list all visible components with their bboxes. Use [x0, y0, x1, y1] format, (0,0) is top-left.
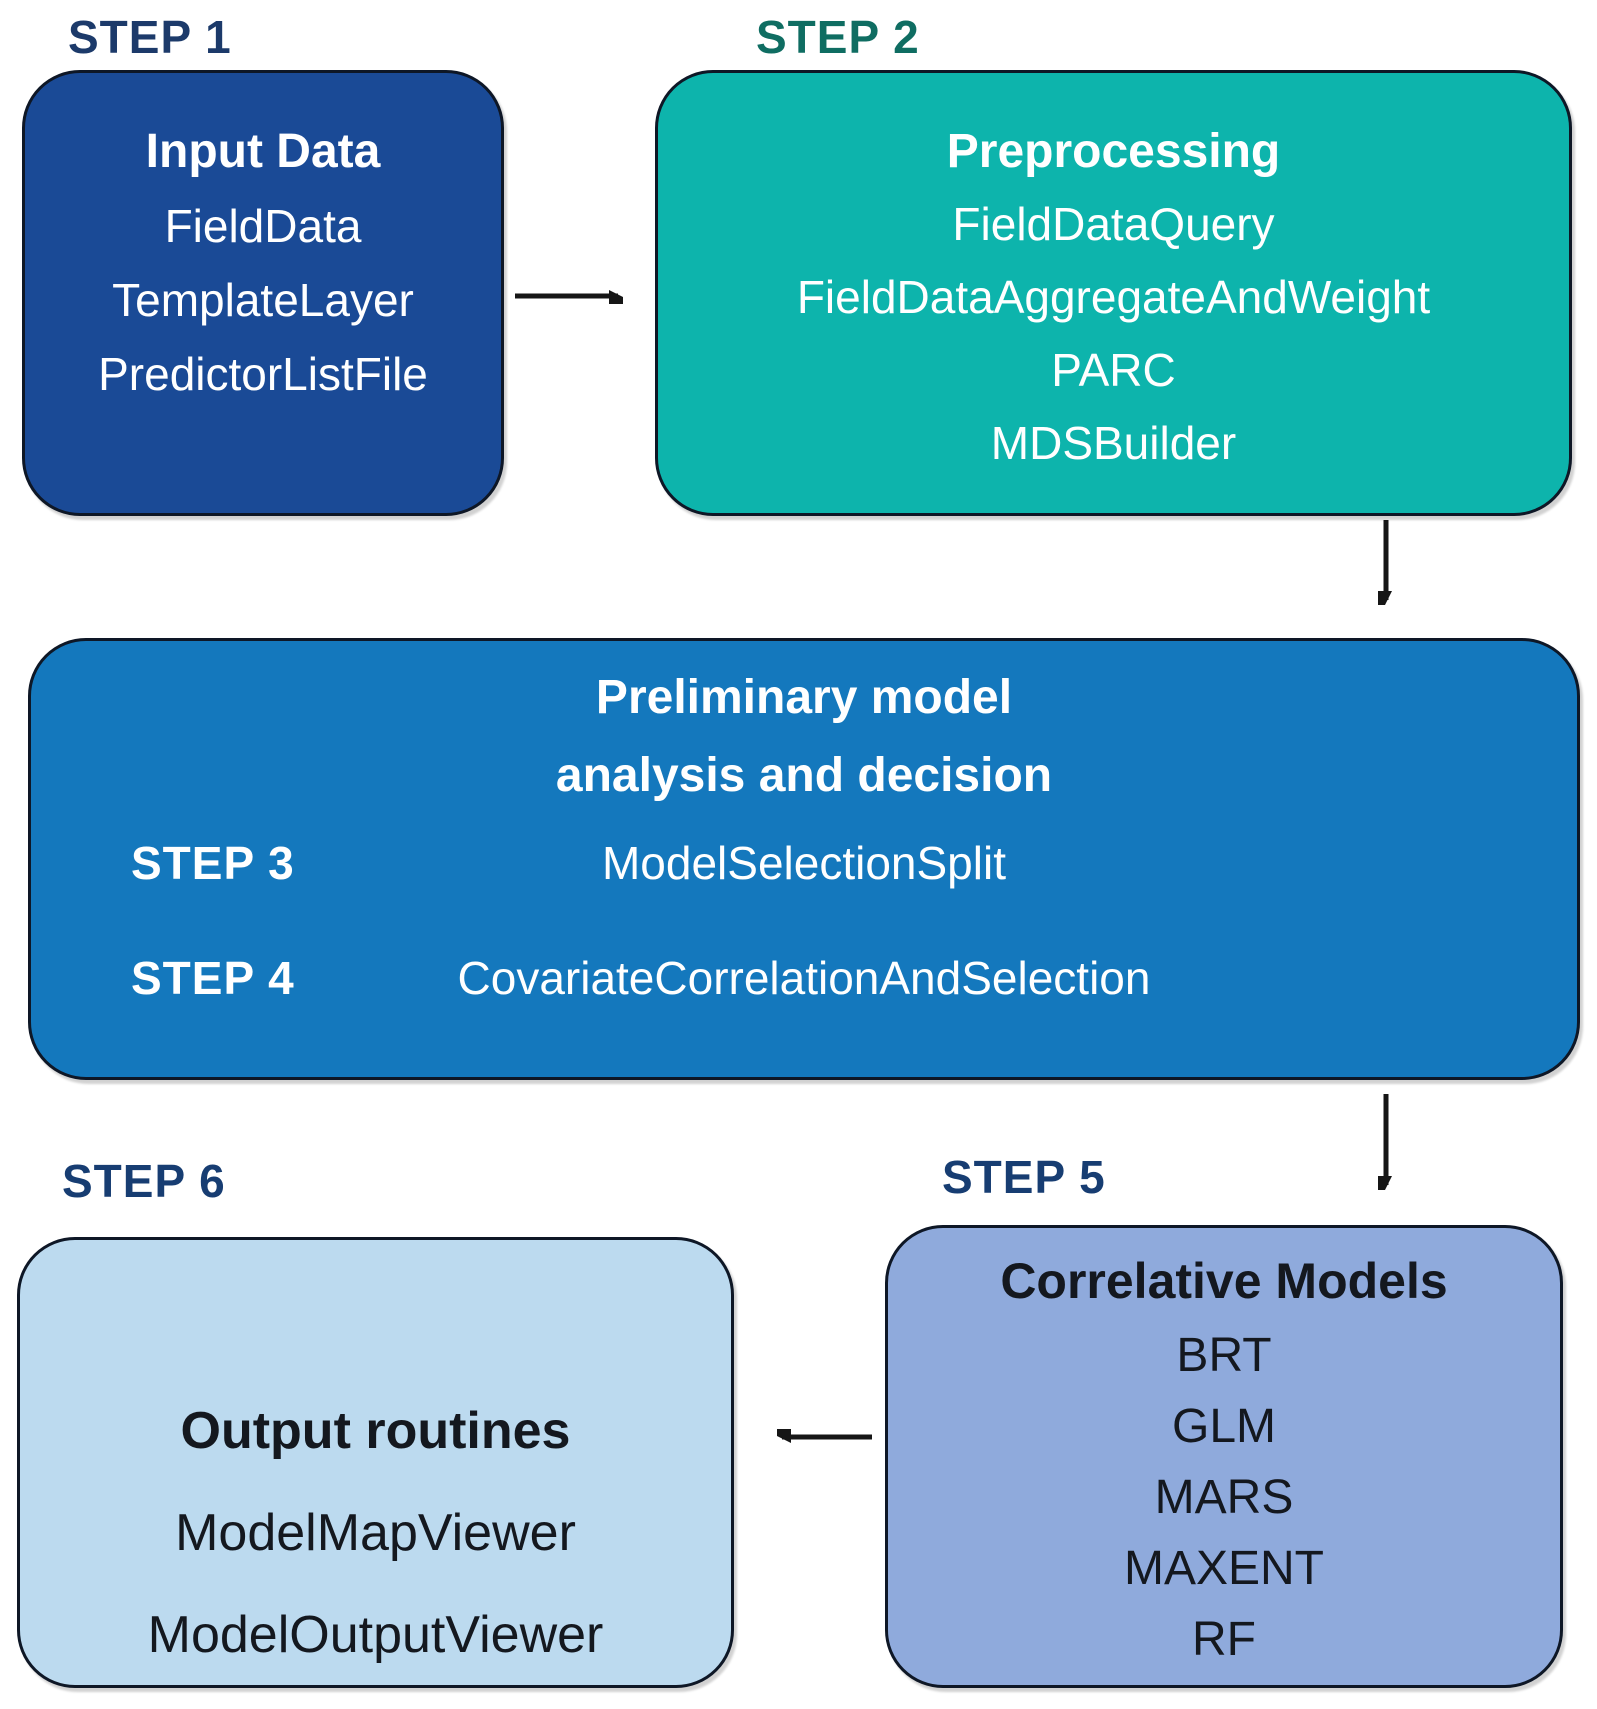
correlative-models-title: Correlative Models [1000, 1253, 1448, 1309]
preliminary-model-title-line1: Preliminary model [595, 671, 1013, 724]
flow-item: ModelOutputViewer [147, 1606, 604, 1664]
step2-label: STEP 2 [756, 11, 920, 63]
flow-item: MDSBuilder [990, 417, 1237, 469]
step4-tool: CovariateCorrelationAndSelection [457, 952, 1151, 1004]
flow-item: GLM [1171, 1400, 1276, 1453]
preliminary-model-title: Preliminary model analysis and decision [31, 641, 1577, 815]
flow-item: FieldData [164, 200, 362, 252]
flow-item: RF [1192, 1613, 1256, 1666]
output-routines-title: Output routines [180, 1402, 571, 1460]
step5-label: STEP 5 [942, 1151, 1106, 1203]
step1-label: STEP 1 [68, 11, 232, 63]
step4-label: STEP 4 [131, 952, 295, 1004]
flow-item: TemplateLayer [112, 274, 414, 326]
flow-item: PredictorListFile [98, 348, 428, 400]
flow-item: MARS [1154, 1471, 1294, 1524]
preliminary-model-title-line2: analysis and decision [555, 749, 1053, 802]
step6-label: STEP 6 [62, 1155, 226, 1207]
flow-item: MAXENT [1123, 1542, 1324, 1595]
preprocessing-title: Preprocessing [946, 125, 1281, 178]
preprocessing-box: Preprocessing FieldDataQuery FieldDataAg… [655, 70, 1572, 516]
step4-row: STEP 4 CovariateCorrelationAndSelection [31, 941, 1577, 1015]
input-data-box: Input Data FieldData TemplateLayer Predi… [22, 70, 504, 516]
flow-item: ModelMapViewer [175, 1504, 576, 1562]
flow-item: FieldDataAggregateAndWeight [796, 271, 1431, 323]
input-data-title: Input Data [145, 125, 381, 178]
correlative-models-box: Correlative Models BRT GLM MARS MAXENT R… [885, 1225, 1563, 1688]
step3-row: STEP 3 ModelSelectionSplit [31, 826, 1577, 900]
flow-item: FieldDataQuery [952, 198, 1275, 250]
output-routines-box: Output routines ModelMapViewer ModelOutp… [17, 1237, 734, 1688]
preliminary-model-box: Preliminary model analysis and decision … [28, 638, 1580, 1080]
step3-label: STEP 3 [131, 837, 295, 889]
step3-tool: ModelSelectionSplit [601, 837, 1006, 889]
flow-item: BRT [1176, 1329, 1272, 1382]
flow-item: PARC [1051, 344, 1176, 396]
